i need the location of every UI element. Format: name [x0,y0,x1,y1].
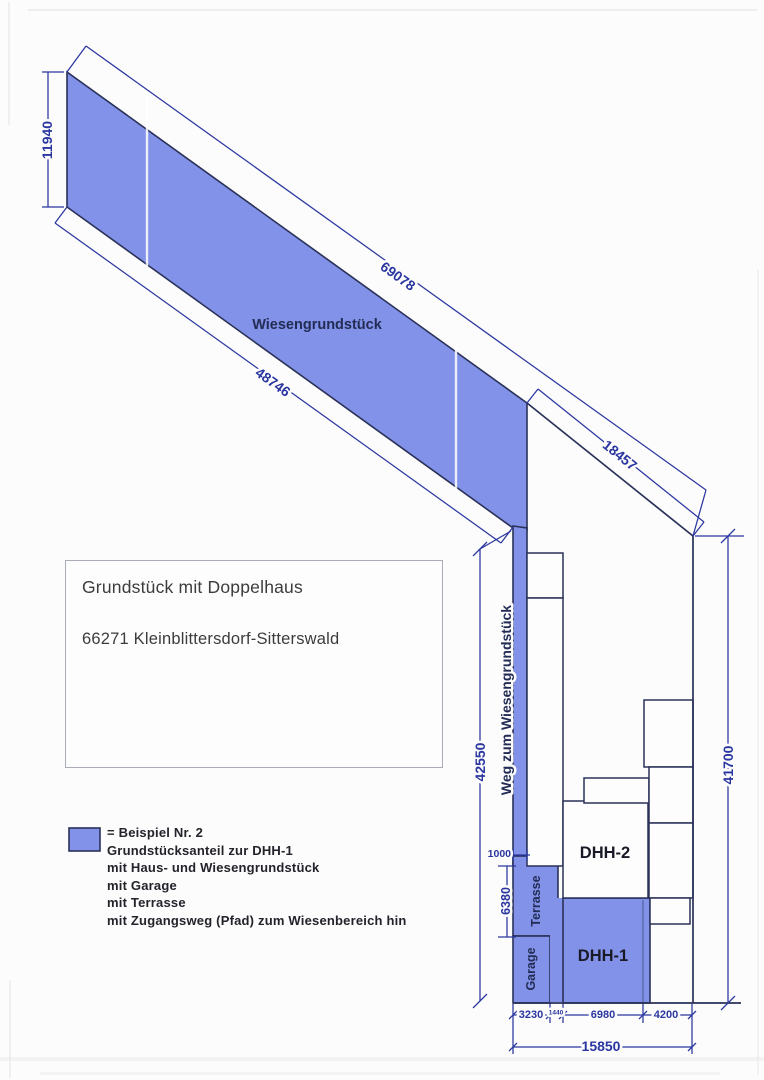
right-box-2 [648,766,694,824]
dim-label-41700: 41700 [720,745,736,784]
dim-cap [54,206,68,224]
house2-building [562,800,649,899]
dim-line-18457 [537,388,705,523]
house2-label: DHH-2 [580,844,630,862]
blue-parcel-shapes [66,70,651,1004]
dim-label-18457: 18457 [600,437,641,474]
dim-label-6980: 6980 [591,1009,615,1021]
title-box: Grundstück mit Doppelhaus 66271 Kleinbli… [65,560,443,768]
house1-label: DHH-1 [578,947,628,965]
dim-slash [472,993,488,1009]
column-box-top [526,552,564,599]
dim-slash [687,1010,697,1020]
house1-parcel [562,897,651,1004]
dim-label-1000: 1000 [488,848,512,860]
scan-streak [40,1072,720,1075]
dim-slash [720,528,736,544]
path-label: Weg zum Wiesengrundstück [498,605,514,795]
dim-label-1440: 1440 [549,1010,564,1017]
garage-label: Garage [524,947,538,990]
dim-label-48746: 48746 [253,364,294,400]
path-strip [512,525,528,867]
dim-slash [472,541,488,557]
legend-line: = Beispiel Nr. 2 [107,825,204,840]
legend-line: mit Garage [107,877,177,893]
dim-slash [687,1042,697,1052]
right-box-3 [648,822,694,899]
dim-line-48746 [54,222,502,544]
dim-cap [526,388,539,404]
dim-label-15850: 15850 [582,1038,621,1054]
meadow-parcel [66,70,528,531]
dim-line-69078 [85,45,707,491]
plan-subtitle: 66271 Kleinblittersdorf-Sitterswald [82,630,340,648]
scan-streak [0,1057,764,1061]
dim-label-3230: 3230 [519,1009,543,1021]
dim-cap [692,489,707,537]
house2-annex [583,777,650,804]
column-box [526,597,564,867]
dim-slash [720,995,736,1011]
dim-slash [558,1010,568,1020]
dim-cap [692,521,705,537]
legend-line: mit Terrasse [107,895,186,911]
dim-cap [500,526,514,544]
dim-slash [508,1042,518,1052]
dim-cap [66,45,87,73]
legend-swatch-icon [68,827,101,852]
terrace-label: Terrasse [529,875,543,926]
dimension-lines [42,45,744,1054]
boundary-lines [513,402,741,1004]
legend-line: mit Zugangsweg (Pfad) zum Wiesenbereich … [107,912,407,928]
legend-line: mit Haus- und Wiesengrundstück [107,860,320,876]
dim-label-4200: 4200 [654,1009,678,1021]
boundary-upper-right-segment [526,402,694,537]
dim-label-6380: 6380 [499,887,513,915]
dim-slash [508,1010,518,1020]
dim-label-42550: 42550 [472,742,488,781]
right-box-1 [643,699,694,768]
legend-line: Grundstücksanteil zur DHH-1 [107,842,293,858]
dim-label-69078: 69078 [378,258,419,294]
dim-slash [638,1010,648,1020]
right-box-4 [649,897,691,925]
path-connector [550,898,564,1002]
dim-slash [545,1010,555,1020]
legend-text: = Beispiel Nr. 2 Grundstücksanteil zur D… [107,824,437,930]
dim-cap [479,530,512,550]
legend-color-swatch [68,827,101,852]
meadow-label: Wiesengrundstück [252,317,383,333]
dim-label-11940: 11940 [39,121,55,159]
white-buildings [526,552,694,925]
plan-title: Grundstück mit Doppelhaus [82,577,303,597]
